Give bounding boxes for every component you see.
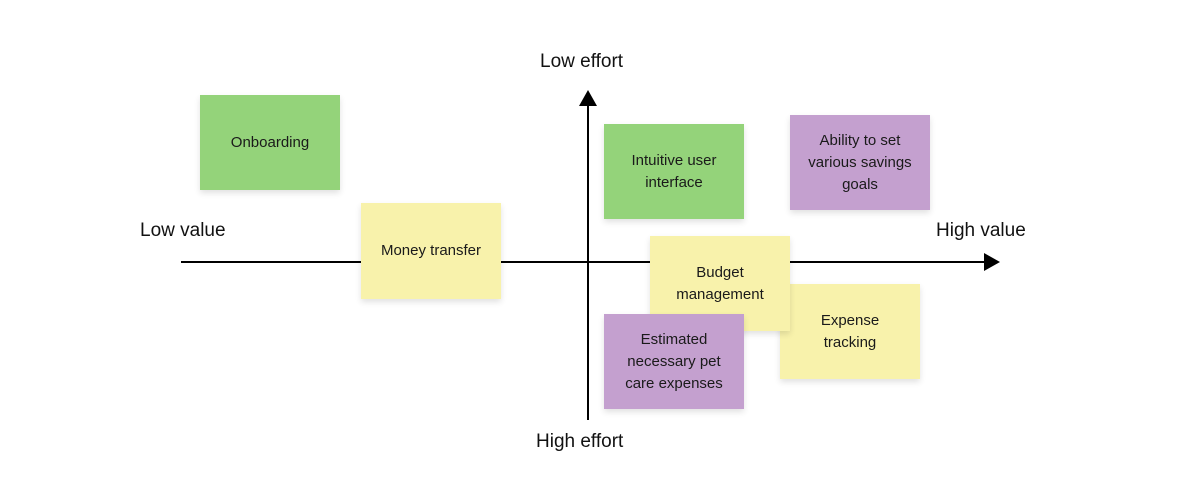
sticky-note-intuitive-ui[interactable]: Intuitive user interface (604, 124, 744, 219)
value-axis-arrowhead (984, 253, 1000, 271)
sticky-note-money-transfer[interactable]: Money transfer (361, 203, 501, 299)
sticky-note-onboarding[interactable]: Onboarding (200, 95, 340, 190)
axis-label-low-value: Low value (140, 220, 226, 241)
axis-label-high-value: High value (936, 220, 1026, 241)
sticky-note-savings-goals[interactable]: Ability to set various savings goals (790, 115, 930, 210)
axis-label-low-effort: Low effort (540, 51, 624, 72)
axis-label-high-effort: High effort (536, 431, 624, 452)
sticky-note-pet-care-expenses[interactable]: Estimated necessary pet care expenses (604, 314, 744, 409)
effort-axis-arrowhead (579, 90, 597, 106)
sticky-note-expense-tracking[interactable]: Expense tracking (780, 284, 920, 379)
